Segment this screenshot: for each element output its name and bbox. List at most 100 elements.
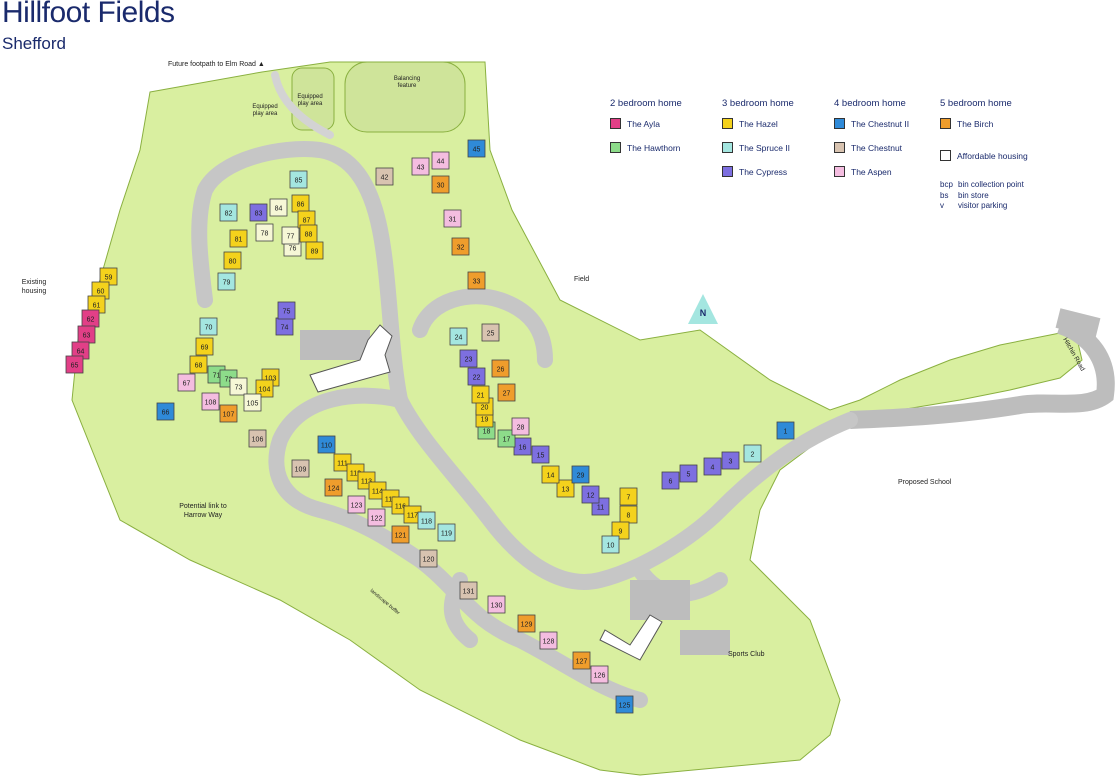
plot-number: 1 — [784, 429, 788, 436]
plot-83[interactable]: 83 — [249, 203, 268, 222]
plot-130[interactable]: 130 — [487, 595, 506, 614]
plot-30[interactable]: 30 — [431, 175, 450, 194]
plot-23[interactable]: 23 — [459, 349, 478, 368]
plot-15[interactable]: 15 — [531, 445, 550, 464]
plot-house — [721, 451, 740, 470]
plot-110[interactable]: 110 — [317, 435, 336, 454]
plot-number: 81 — [235, 237, 243, 244]
plot-109[interactable]: 109 — [291, 459, 310, 478]
plot-89[interactable]: 89 — [305, 241, 324, 260]
plot-126[interactable]: 126 — [590, 665, 609, 684]
plot-9[interactable]: 9 — [611, 521, 630, 540]
plot-129[interactable]: 129 — [517, 614, 536, 633]
plot-10[interactable]: 10 — [601, 535, 620, 554]
plot-1[interactable]: 1 — [776, 421, 795, 440]
plot-121[interactable]: 121 — [391, 525, 410, 544]
plot-27[interactable]: 27 — [497, 383, 516, 402]
proposed-school-label: Proposed School — [898, 479, 952, 486]
plot-house — [467, 367, 486, 386]
plot-house — [481, 323, 500, 342]
plot-44[interactable]: 44 — [431, 151, 450, 170]
plot-house — [219, 203, 238, 222]
plot-3[interactable]: 3 — [721, 451, 740, 470]
plot-31[interactable]: 31 — [443, 209, 462, 228]
plot-106[interactable]: 106 — [248, 429, 267, 448]
plot-65[interactable]: 65 — [65, 355, 84, 374]
plot-122[interactable]: 122 — [367, 508, 386, 527]
abbreviation-meaning: bin store — [958, 190, 989, 200]
plot-33[interactable]: 33 — [467, 271, 486, 290]
plot-13[interactable]: 13 — [556, 479, 575, 498]
plot-128[interactable]: 128 — [539, 631, 558, 650]
plot-107[interactable]: 107 — [219, 404, 238, 423]
plot-84[interactable]: 84 — [269, 198, 288, 217]
plot-32[interactable]: 32 — [451, 237, 470, 256]
plot-25[interactable]: 25 — [481, 323, 500, 342]
plot-22[interactable]: 22 — [467, 367, 486, 386]
plot-123[interactable]: 123 — [347, 495, 366, 514]
plot-7[interactable]: 7 — [619, 487, 638, 506]
plot-24[interactable]: 24 — [449, 327, 468, 346]
plot-119[interactable]: 119 — [437, 523, 456, 542]
plot-87[interactable]: 87 — [297, 210, 316, 229]
plot-house — [539, 631, 558, 650]
plot-85[interactable]: 85 — [289, 170, 308, 189]
plot-125[interactable]: 125 — [615, 695, 634, 714]
plot-79[interactable]: 79 — [217, 272, 236, 291]
plot-26[interactable]: 26 — [491, 359, 510, 378]
plot-104[interactable]: 104 — [255, 379, 274, 398]
plot-70[interactable]: 70 — [199, 317, 218, 336]
plot-number: 29 — [577, 473, 585, 480]
plot-6[interactable]: 6 — [661, 471, 680, 490]
plot-number: 111 — [337, 461, 348, 468]
plot-29[interactable]: 29 — [571, 465, 590, 484]
plot-77[interactable]: 77 — [281, 226, 300, 245]
plot-66[interactable]: 66 — [156, 402, 175, 421]
plot-14[interactable]: 14 — [541, 465, 560, 484]
plot-43[interactable]: 43 — [411, 157, 430, 176]
plot-68[interactable]: 68 — [189, 355, 208, 374]
plot-78[interactable]: 78 — [255, 223, 274, 242]
plot-number: 70 — [205, 325, 213, 332]
plot-number: 76 — [289, 246, 297, 253]
plot-127[interactable]: 127 — [572, 651, 591, 670]
plot-number: 86 — [297, 202, 305, 209]
plot-62[interactable]: 62 — [81, 309, 100, 328]
plot-number: 62 — [87, 317, 95, 324]
plot-house — [511, 417, 530, 436]
plot-28[interactable]: 28 — [511, 417, 530, 436]
plot-17[interactable]: 17 — [497, 429, 516, 448]
plot-12[interactable]: 12 — [581, 485, 600, 504]
plot-75[interactable]: 75 — [277, 301, 296, 320]
plot-house — [219, 404, 238, 423]
plot-2[interactable]: 2 — [743, 444, 762, 463]
plot-74[interactable]: 74 — [275, 317, 294, 336]
plot-120[interactable]: 120 — [419, 549, 438, 568]
plot-number: 125 — [619, 703, 631, 710]
plot-45[interactable]: 45 — [467, 139, 486, 158]
plot-80[interactable]: 80 — [223, 251, 242, 270]
plot-63[interactable]: 63 — [77, 325, 96, 344]
plot-86[interactable]: 86 — [291, 194, 310, 213]
plot-number: 130 — [491, 603, 503, 610]
plot-house — [156, 402, 175, 421]
plot-8[interactable]: 8 — [619, 505, 638, 524]
abbreviation-meaning: visitor parking — [958, 201, 1008, 210]
plot-118[interactable]: 118 — [417, 511, 436, 530]
plot-82[interactable]: 82 — [219, 203, 238, 222]
plot-73[interactable]: 73 — [229, 377, 248, 396]
plot-124[interactable]: 124 — [324, 478, 343, 497]
plot-67[interactable]: 67 — [177, 373, 196, 392]
plot-88[interactable]: 88 — [299, 224, 318, 243]
plot-105[interactable]: 105 — [243, 393, 262, 412]
plot-number: 64 — [77, 349, 85, 356]
plot-16[interactable]: 16 — [513, 437, 532, 456]
plot-108[interactable]: 108 — [201, 392, 220, 411]
plot-4[interactable]: 4 — [703, 457, 722, 476]
plot-69[interactable]: 69 — [195, 337, 214, 356]
plot-81[interactable]: 81 — [229, 229, 248, 248]
plot-131[interactable]: 131 — [459, 581, 478, 600]
plot-5[interactable]: 5 — [679, 464, 698, 483]
plot-42[interactable]: 42 — [375, 167, 394, 186]
plot-21[interactable]: 21 — [471, 385, 490, 404]
